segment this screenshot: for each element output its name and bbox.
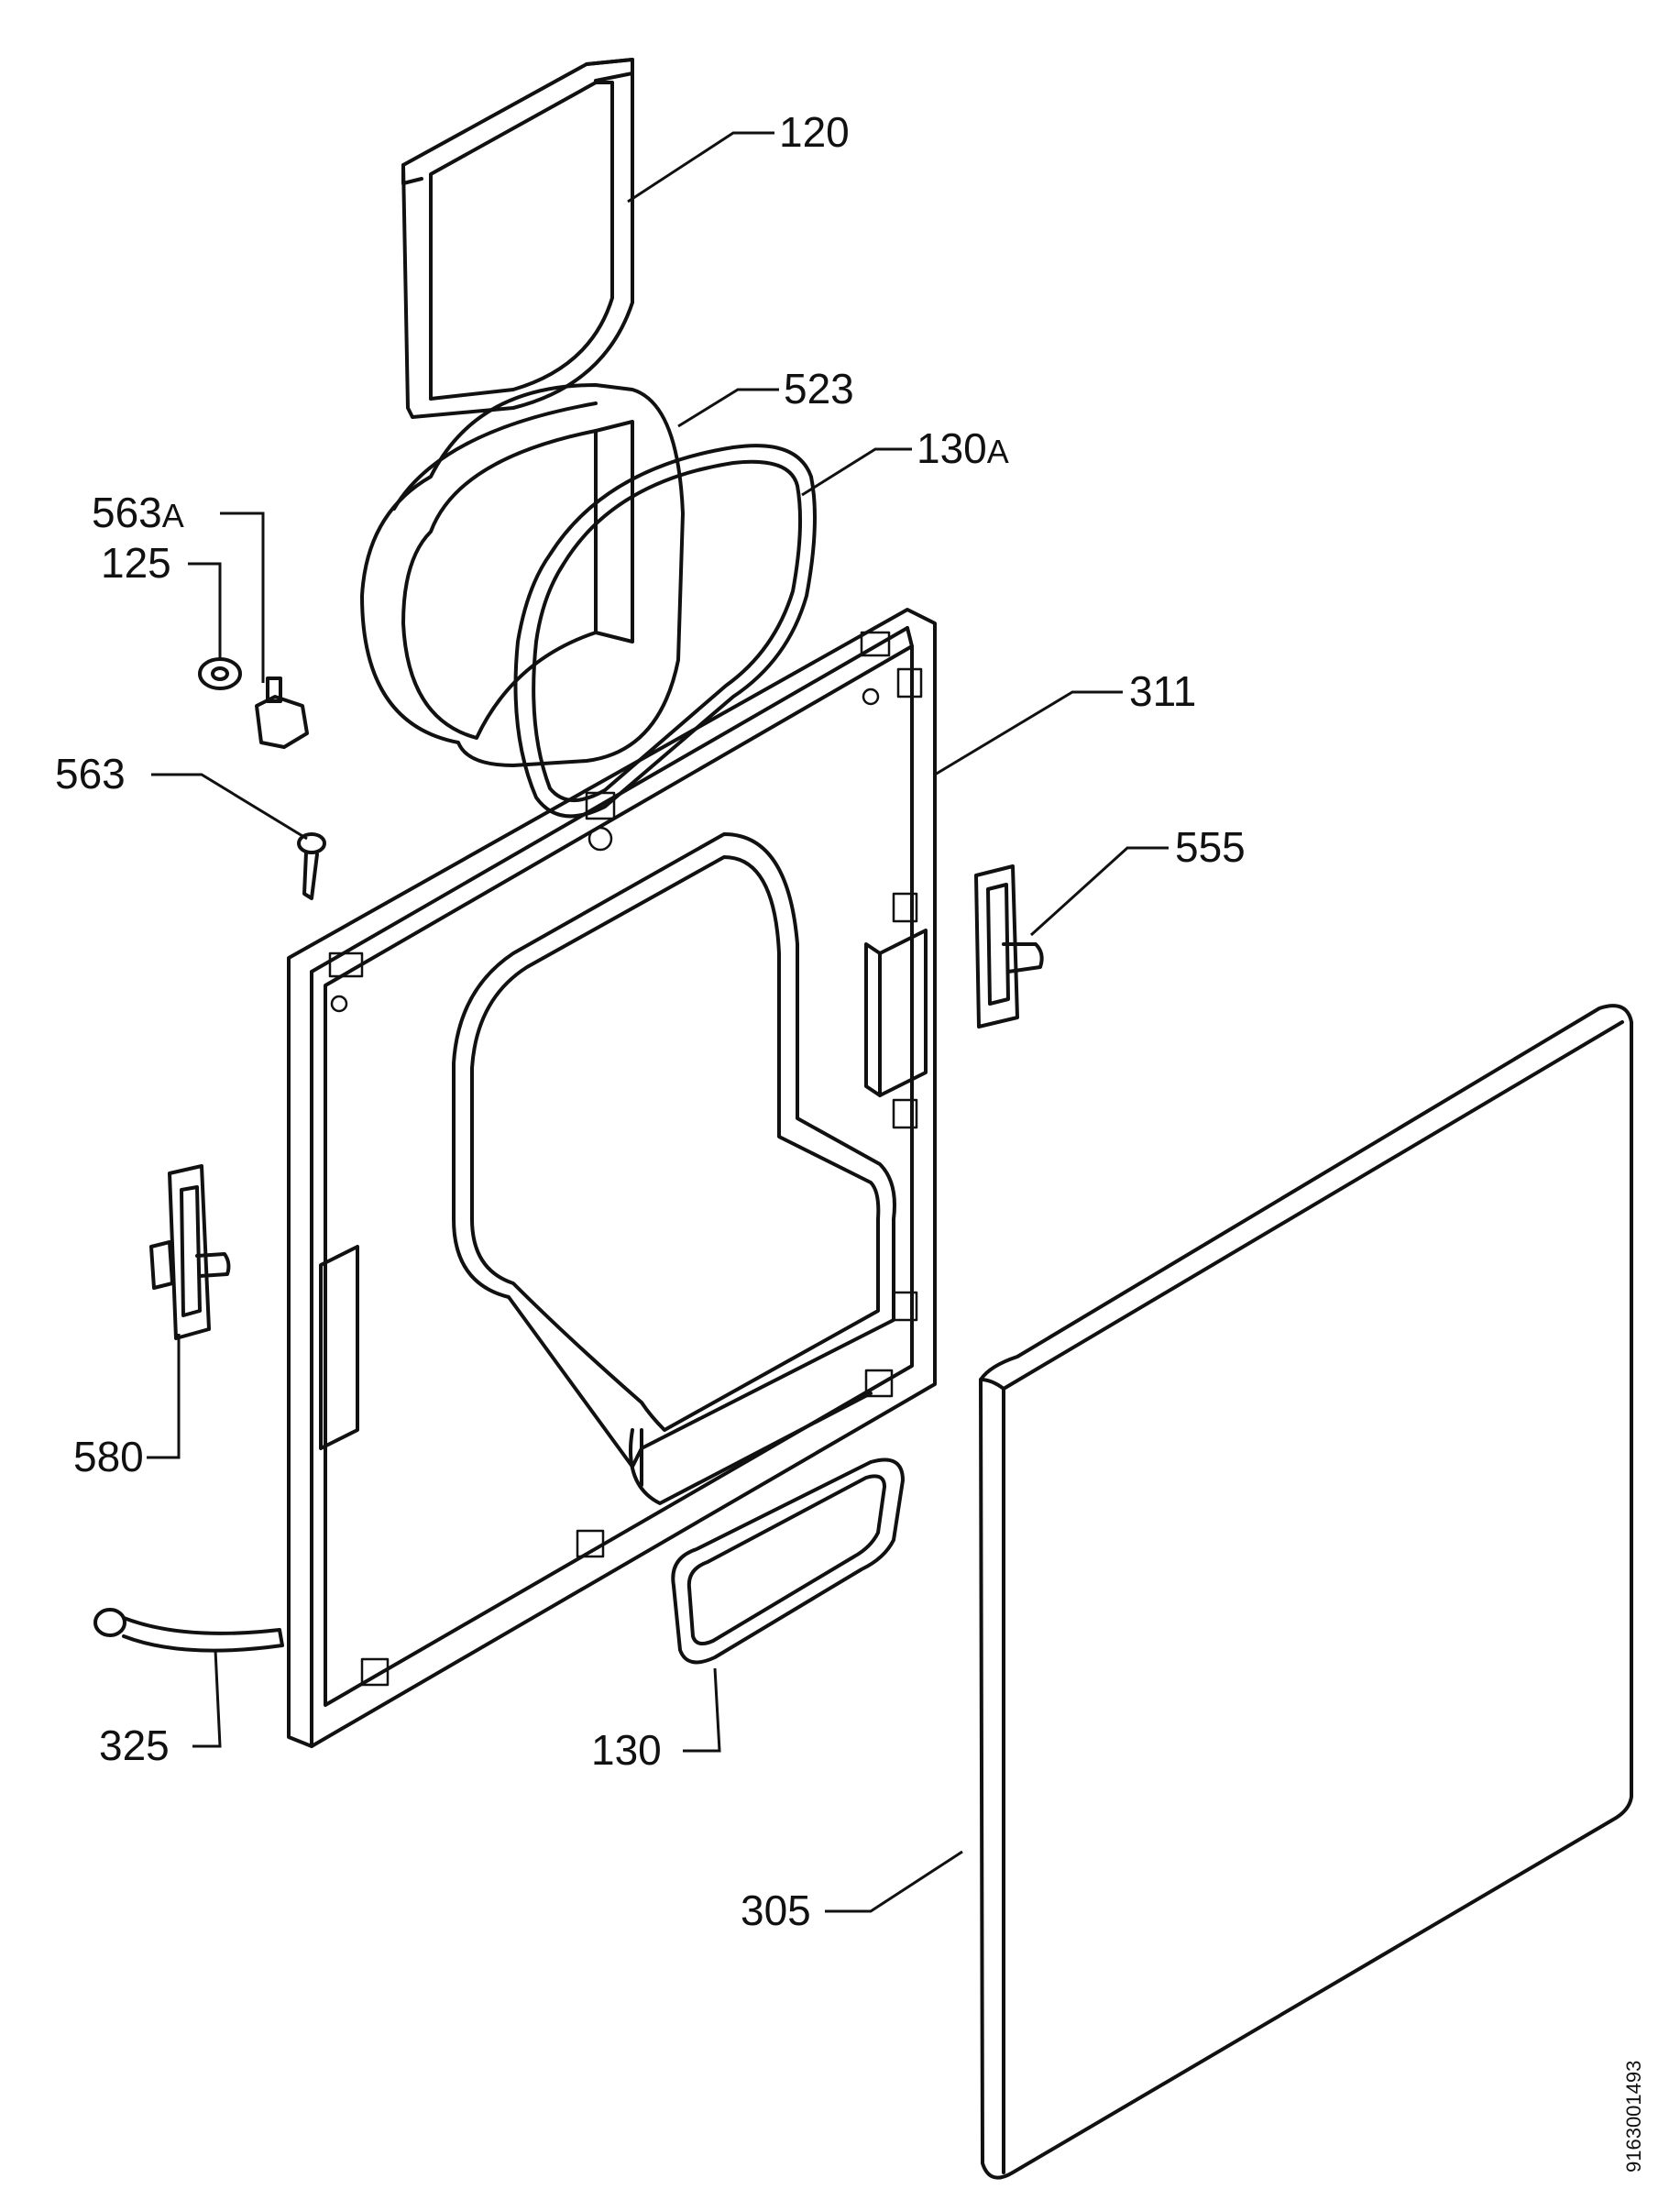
label-311: 311 (1129, 667, 1196, 715)
label-325: 325 (99, 1722, 170, 1769)
leader-130 (683, 1667, 721, 1753)
leader-523 (677, 388, 779, 428)
leader-305 (825, 1850, 963, 1913)
gasket-130 (671, 1458, 905, 1665)
leader-555 (1029, 846, 1169, 937)
label-305: 305 (741, 1886, 811, 1934)
seal-ring-130a (513, 444, 817, 819)
lint-filter-120 (401, 58, 634, 419)
hinge-bracket-555 (974, 864, 1044, 1028)
screw-563 (297, 832, 326, 900)
leader-120 (627, 131, 774, 204)
leader-lines (147, 131, 1169, 1913)
leader-563a (220, 512, 265, 683)
label-580: 580 (73, 1433, 144, 1480)
label-555: 555 (1175, 823, 1246, 871)
leader-311 (934, 690, 1123, 776)
label-130a: 130A (917, 424, 1009, 472)
label-523: 523 (784, 365, 854, 412)
label-130: 130 (591, 1726, 662, 1774)
outer-door-panel-305 (979, 1004, 1633, 2180)
leader-125 (188, 562, 222, 660)
drawing-code: 9163001493 (1622, 2061, 1645, 2172)
washer-125 (198, 657, 242, 690)
leader-130a (801, 447, 912, 497)
leader-563 (151, 773, 308, 841)
hinge-bracket-580 (149, 1164, 231, 1340)
leader-325 (192, 1649, 222, 1748)
label-125: 125 (101, 539, 171, 587)
cable-325 (93, 1608, 284, 1653)
label-563: 563 (55, 750, 126, 798)
leader-580 (147, 1334, 181, 1459)
inner-door-frame-311 (287, 608, 937, 1748)
hinge-pin-563a (255, 676, 309, 749)
filter-housing-523 (360, 383, 685, 767)
label-563a: 563A (92, 489, 184, 536)
label-120: 120 (779, 108, 850, 156)
